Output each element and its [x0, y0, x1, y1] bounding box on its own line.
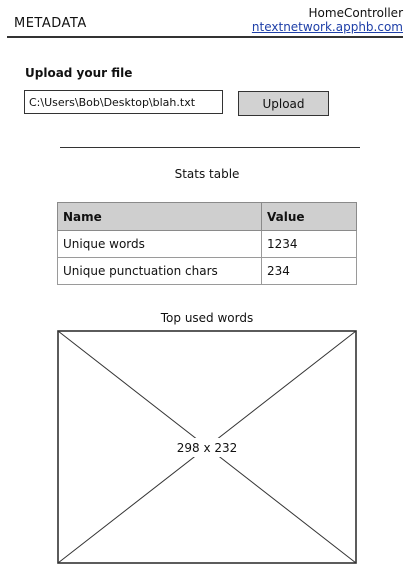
column-header-value: Value [261, 202, 357, 231]
page-title: METADATA [14, 16, 87, 31]
row-value-cell: 234 [261, 257, 357, 285]
placeholder-label-bg [175, 438, 239, 457]
section-divider [60, 147, 360, 148]
header-divider [7, 36, 403, 38]
site-link[interactable]: ntextnetwork.apphb.com [251, 20, 403, 34]
row-name-cell: Unique punctuation chars [57, 257, 262, 285]
file-path-input[interactable] [24, 90, 223, 114]
row-value-cell: 1234 [261, 230, 357, 258]
row-name-cell: Unique words [57, 230, 262, 258]
controller-info: HomeController ntextnetwork.apphb.com [252, 6, 403, 34]
column-header-name: Name [57, 202, 262, 231]
table-header-row: Name Value [57, 202, 357, 231]
stats-table-caption: Stats table [174, 167, 240, 181]
table-row: Unique words 1234 [57, 230, 357, 258]
stats-table: Name Value Unique words 1234 Unique punc… [57, 202, 357, 285]
placeholder-label: 298 x 232 [177, 441, 238, 455]
upload-button[interactable]: Upload [238, 91, 329, 116]
table-row: Unique punctuation chars 234 [57, 257, 357, 285]
image-placeholder: 298 x 232 [57, 330, 357, 564]
top-words-caption: Top used words [160, 311, 254, 325]
upload-label: Upload your file [25, 66, 133, 80]
controller-name: HomeController [308, 6, 403, 20]
